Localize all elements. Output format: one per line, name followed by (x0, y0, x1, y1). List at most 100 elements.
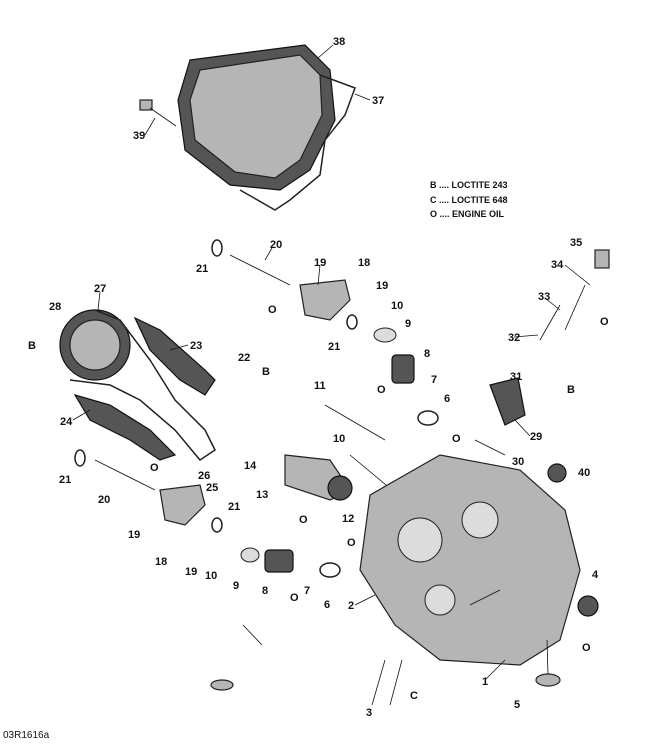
valve-spring-lower (240, 547, 294, 573)
callout-19b: 19 (185, 566, 198, 578)
callout-25: 25 (206, 482, 219, 494)
callout-31: 31 (510, 371, 523, 383)
marker-b: B (262, 366, 270, 378)
valve-cover (177, 44, 336, 191)
spring-washer (417, 410, 439, 426)
callout-9b: 9 (233, 580, 240, 592)
legend-loctite-648: C .... LOCTITE 648 (430, 195, 508, 205)
callout-21c: 21 (59, 474, 72, 486)
marker-o: O (347, 537, 356, 549)
marker-b: B (567, 384, 575, 396)
leader-lines (72, 44, 591, 681)
tensioner-spring (474, 439, 506, 456)
callout-39: 40 (578, 467, 591, 479)
sensor (547, 463, 567, 483)
o-ring (211, 239, 223, 257)
callout-6: 6 (444, 393, 451, 405)
rocker-shaft-upper (229, 254, 291, 286)
tensioner-plunger (539, 304, 561, 341)
callout-28: 28 (49, 301, 62, 313)
callout-6b: 6 (324, 599, 331, 611)
callout-8b: 8 (262, 585, 269, 597)
callout-7b: 7 (304, 585, 311, 597)
callout-33: 33 (538, 291, 551, 303)
callout-5: 5 (514, 699, 521, 711)
plug (577, 595, 599, 617)
callout-10: 10 (391, 300, 404, 312)
callout-16: 19 (314, 257, 327, 269)
cylinder-head (359, 454, 581, 666)
legend-engine-oil: O .... ENGINE OIL (430, 209, 505, 219)
diagram-code: 03R1616a (3, 730, 50, 741)
camshaft (284, 454, 353, 501)
marker-o: O (600, 316, 609, 328)
callout-12: 11 (314, 380, 326, 392)
tensioner-body (489, 377, 526, 426)
chain-guide (133, 316, 216, 396)
marker-o: O (452, 433, 461, 445)
callout-20b: 20 (98, 494, 111, 506)
callout-3: 3 (366, 707, 373, 719)
long-bolt (324, 404, 386, 441)
callout-24: 24 (60, 416, 73, 428)
callout-26: 26 (198, 470, 211, 482)
marker-o: O (268, 304, 277, 316)
callout-38: 39 (133, 130, 146, 142)
marker-o: O (299, 514, 308, 526)
marker-o: O (582, 642, 591, 654)
callout-23: 23 (190, 340, 203, 352)
callout-32: 32 (508, 332, 521, 344)
marker-o: O (377, 384, 386, 396)
callout-10b: 10 (205, 570, 218, 582)
drain-bolt (210, 624, 263, 691)
callout-7: 7 (431, 374, 438, 386)
o-ring (346, 314, 358, 330)
callout-19: 19 (376, 280, 389, 292)
callout-36: 37 (372, 95, 385, 107)
callout-17: 19 (128, 529, 141, 541)
head-stud (389, 659, 403, 706)
callout-21b: 21 (328, 341, 341, 353)
callout-18: 18 (358, 257, 371, 269)
valve-spring-upper (373, 327, 415, 384)
callout-21: 21 (196, 263, 209, 275)
callout-18b: 18 (155, 556, 168, 568)
marker-o: O (150, 462, 159, 474)
callout-27: 27 (94, 283, 107, 295)
valve (535, 639, 561, 687)
callout-35: 35 (570, 237, 583, 249)
callout-29: 29 (530, 431, 543, 443)
chain-tensioner-guide (73, 394, 177, 461)
callout-9: 9 (405, 318, 412, 330)
o-ring (74, 449, 86, 467)
callout-15: 14 (244, 460, 257, 472)
tensioner-rod (564, 284, 586, 331)
callout-13: 12 (342, 513, 355, 525)
callout-2: 2 (348, 600, 355, 612)
callout-30: 30 (512, 456, 525, 468)
callout-11: 10 (333, 433, 346, 445)
callout-37: 38 (333, 36, 346, 48)
rocker-arm-upper (299, 279, 351, 321)
stud (349, 454, 393, 491)
rocker-shaft-lower (94, 459, 156, 491)
callout-1: 1 (482, 676, 489, 688)
rocker-arm-lower (159, 484, 206, 526)
marker-o: O (290, 592, 299, 604)
callout-8: 8 (424, 348, 431, 360)
marker-c: C (410, 690, 418, 702)
callout-21d: 21 (228, 501, 241, 513)
callout-20: 20 (270, 239, 283, 251)
callout-34: 34 (551, 259, 564, 271)
legend-loctite-243: B .... LOCTITE 243 (430, 180, 508, 190)
spring-washer (319, 562, 341, 578)
tensioner-cap (594, 249, 610, 269)
callout-4: 4 (592, 569, 599, 581)
callout-22: 22 (238, 352, 251, 364)
marker-b: B (28, 340, 36, 352)
o-ring (211, 517, 223, 533)
timing-chain (69, 309, 216, 461)
cover-bolt (139, 99, 177, 127)
valve-cover-gasket (239, 74, 356, 211)
